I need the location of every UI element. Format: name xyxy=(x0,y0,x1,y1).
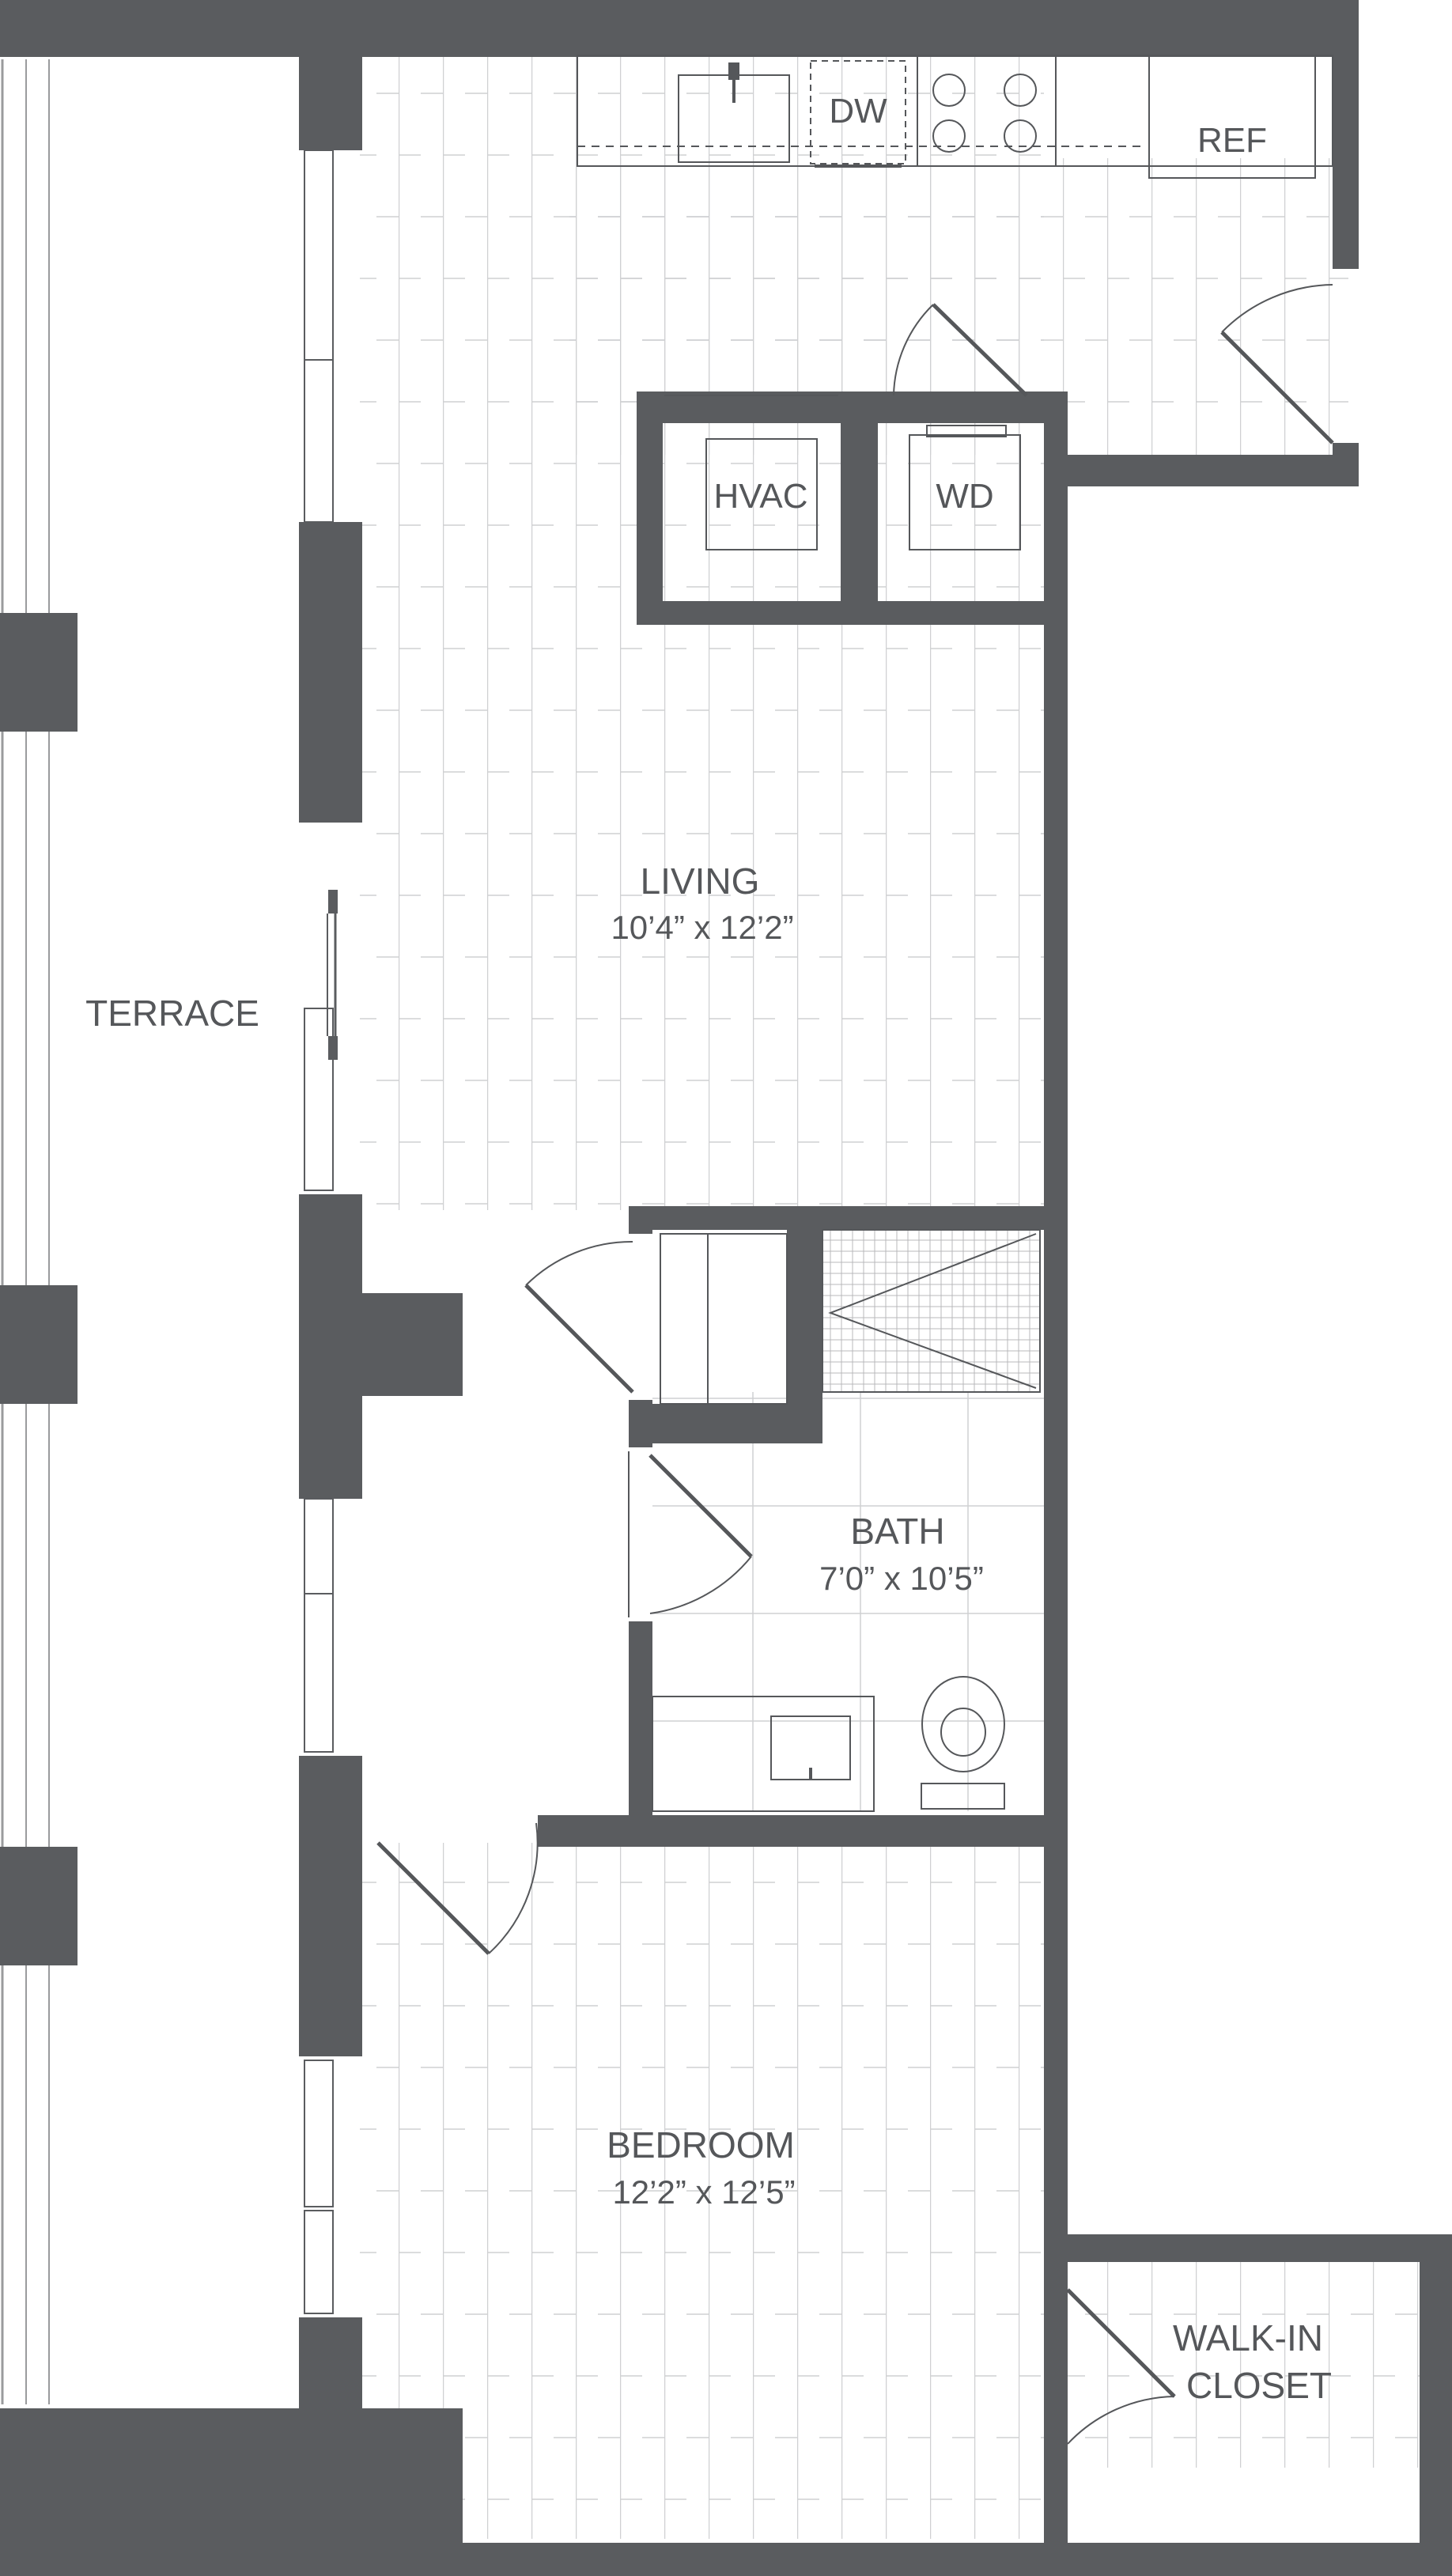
sliding-door xyxy=(327,890,338,1060)
kitchen-south-wall xyxy=(1046,455,1359,486)
kitchen-right-wall xyxy=(1333,0,1359,269)
bottom-wall xyxy=(463,2543,1068,2576)
closet-wall xyxy=(1044,2234,1452,2262)
bath-west-wall xyxy=(629,1621,652,1847)
window xyxy=(304,1593,334,1753)
hvac-unit xyxy=(705,438,818,550)
bath-floor xyxy=(652,1392,1044,1811)
kitchen-entry-door xyxy=(1220,331,1334,444)
shower-wall xyxy=(787,1206,822,1443)
terrace-column xyxy=(0,1285,78,1404)
bedroom-door xyxy=(376,1841,490,1955)
washer-dryer-label: WD xyxy=(936,477,993,516)
bedroom-north-wall xyxy=(538,1815,1068,1847)
utility-wall xyxy=(841,392,878,625)
window xyxy=(304,149,334,361)
exterior-wall xyxy=(299,522,362,823)
living-label: LIVING xyxy=(641,861,760,902)
labels: TERRACE LIVING 10’4” x 12’2” BATH 7’0” x… xyxy=(85,92,1332,2406)
closet-wall xyxy=(1420,2234,1452,2576)
terrace-column xyxy=(0,613,78,732)
doors xyxy=(376,284,1334,2445)
burner-icon xyxy=(1004,74,1037,107)
range xyxy=(917,55,1057,167)
bath-door xyxy=(648,1454,753,1558)
bath-north-wall xyxy=(629,1206,1068,1230)
terrace-column xyxy=(0,1847,78,1965)
shower-floor xyxy=(822,1230,1040,1392)
utility-closets xyxy=(664,395,1021,550)
washer-dryer xyxy=(909,434,1021,550)
bedroom-dimensions: 12’2” x 12’5” xyxy=(612,2173,795,2211)
closet-label-line1: WALK-IN xyxy=(1173,2317,1323,2358)
east-wall xyxy=(1044,392,1068,2576)
closet-floor xyxy=(1068,2262,1420,2468)
flooring xyxy=(360,55,1420,2539)
burner-icon xyxy=(1004,119,1037,153)
wall-pier xyxy=(360,1293,463,1396)
closet-door xyxy=(1066,2288,1176,2398)
faucet-icon xyxy=(728,62,739,80)
dishwasher xyxy=(810,60,906,165)
refrigerator-label: REF xyxy=(1197,121,1267,160)
bath-west-wall xyxy=(629,1206,652,1234)
exterior-wall xyxy=(299,1194,362,1499)
linen-closet xyxy=(660,1233,788,1405)
dishwasher-label: DW xyxy=(829,92,887,131)
terrace-label: TERRACE xyxy=(85,993,259,1034)
window xyxy=(304,359,334,523)
top-wall xyxy=(0,0,1359,57)
kitchen xyxy=(577,55,1333,179)
closet-wall xyxy=(1044,2543,1452,2576)
burner-icon xyxy=(932,119,966,153)
window xyxy=(304,1498,334,1594)
window xyxy=(304,2210,334,2314)
exterior-wall xyxy=(299,1756,362,2056)
window xyxy=(304,2060,334,2207)
wd-door xyxy=(932,303,1028,397)
bedroom-label: BEDROOM xyxy=(607,2124,795,2166)
exterior-wall xyxy=(299,0,362,150)
bath-fixtures xyxy=(652,1229,1041,1812)
hvac-label: HVAC xyxy=(714,477,808,516)
bath-dimensions: 7’0” x 10’5” xyxy=(819,1560,984,1597)
shower xyxy=(822,1229,1041,1393)
burner-icon xyxy=(932,74,966,107)
bath-label: BATH xyxy=(850,1511,944,1552)
terrace xyxy=(0,59,78,2404)
living-dimensions: 10’4” x 12’2” xyxy=(611,909,793,946)
refrigerator xyxy=(1148,55,1316,179)
utility-wall xyxy=(637,392,663,625)
closet-label-line2: CLOSET xyxy=(1186,2365,1332,2406)
vanity xyxy=(652,1696,875,1812)
toilet-icon xyxy=(921,1676,1005,1772)
bedroom-floor xyxy=(360,1843,1044,2539)
window xyxy=(304,1008,334,1191)
bottom-left-mass xyxy=(0,2408,463,2576)
linen-door xyxy=(524,1284,634,1394)
